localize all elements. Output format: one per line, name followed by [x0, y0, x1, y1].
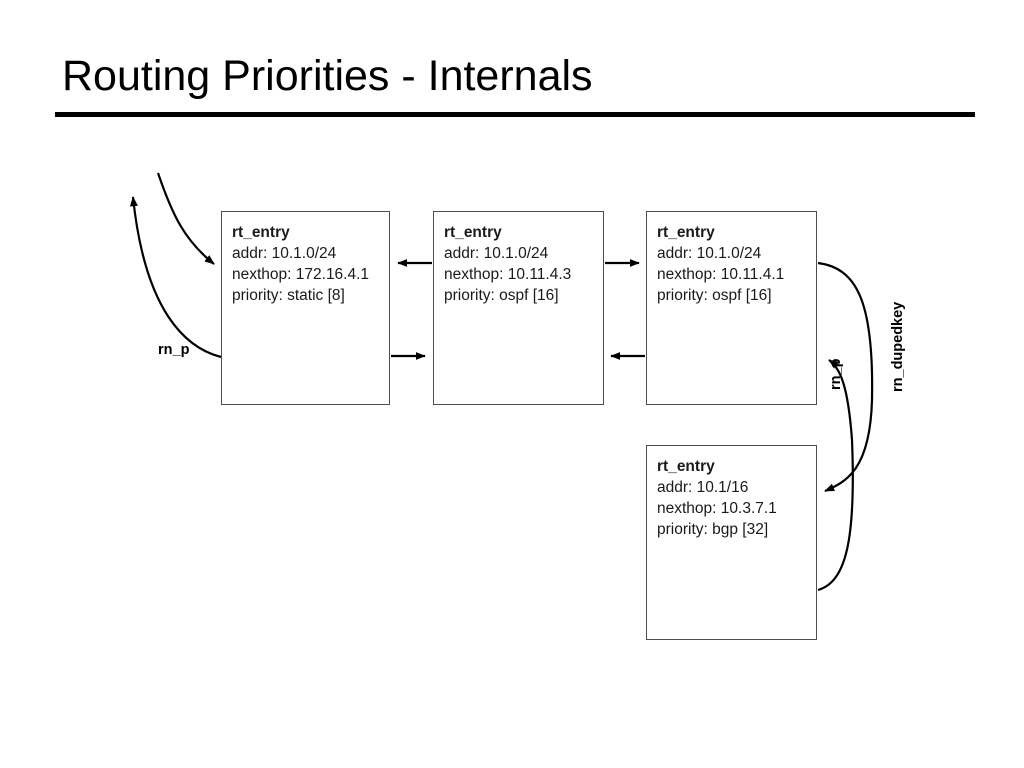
rt-entry-node-3[interactable]: rt_entry addr: 10.1.0/24 nexthop: 10.11.… — [646, 211, 817, 405]
rt-entry-node-1[interactable]: rt_entry addr: 10.1.0/24 nexthop: 172.16… — [221, 211, 390, 405]
field-nexthop: nexthop: 172.16.4.1 — [232, 266, 370, 283]
page-title: Routing Priorities - Internals — [62, 52, 593, 100]
field-addr: addr: 10.1.0/24 — [444, 245, 549, 262]
rn-p-right-arrow — [817, 359, 854, 592]
field-addr: addr: 10.1.0/24 — [657, 245, 762, 262]
title-underline-rule — [55, 112, 975, 117]
rn-dupedkey-arrow — [817, 261, 874, 493]
rt-entry-node-2[interactable]: rt_entry addr: 10.1.0/24 nexthop: 10.11.… — [433, 211, 604, 405]
field-nexthop: nexthop: 10.11.4.1 — [657, 266, 785, 283]
edge-label-rn-dupedkey: rn_dupedkey — [890, 301, 906, 392]
edge-label-rn-p-left: rn_p — [158, 342, 190, 358]
field-addr: addr: 10.1/16 — [657, 479, 749, 496]
struct-name: rt_entry — [657, 224, 715, 241]
field-priority: priority: static [8] — [232, 287, 345, 304]
struct-name: rt_entry — [232, 224, 290, 241]
rn-p-left-arrow — [129, 196, 222, 359]
edge-label-rn-p-right: rn_p — [828, 358, 844, 390]
incoming-parent-pointer-arrow — [156, 172, 215, 265]
field-priority: priority: ospf [16] — [444, 287, 559, 304]
field-addr: addr: 10.1.0/24 — [232, 245, 337, 262]
field-nexthop: nexthop: 10.3.7.1 — [657, 500, 777, 517]
field-priority: priority: bgp [32] — [657, 521, 769, 538]
field-priority: priority: ospf [16] — [657, 287, 772, 304]
field-nexthop: nexthop: 10.11.4.3 — [444, 266, 572, 283]
struct-name: rt_entry — [657, 458, 715, 475]
rt-entry-node-4[interactable]: rt_entry addr: 10.1/16 nexthop: 10.3.7.1… — [646, 445, 817, 640]
struct-name: rt_entry — [444, 224, 502, 241]
